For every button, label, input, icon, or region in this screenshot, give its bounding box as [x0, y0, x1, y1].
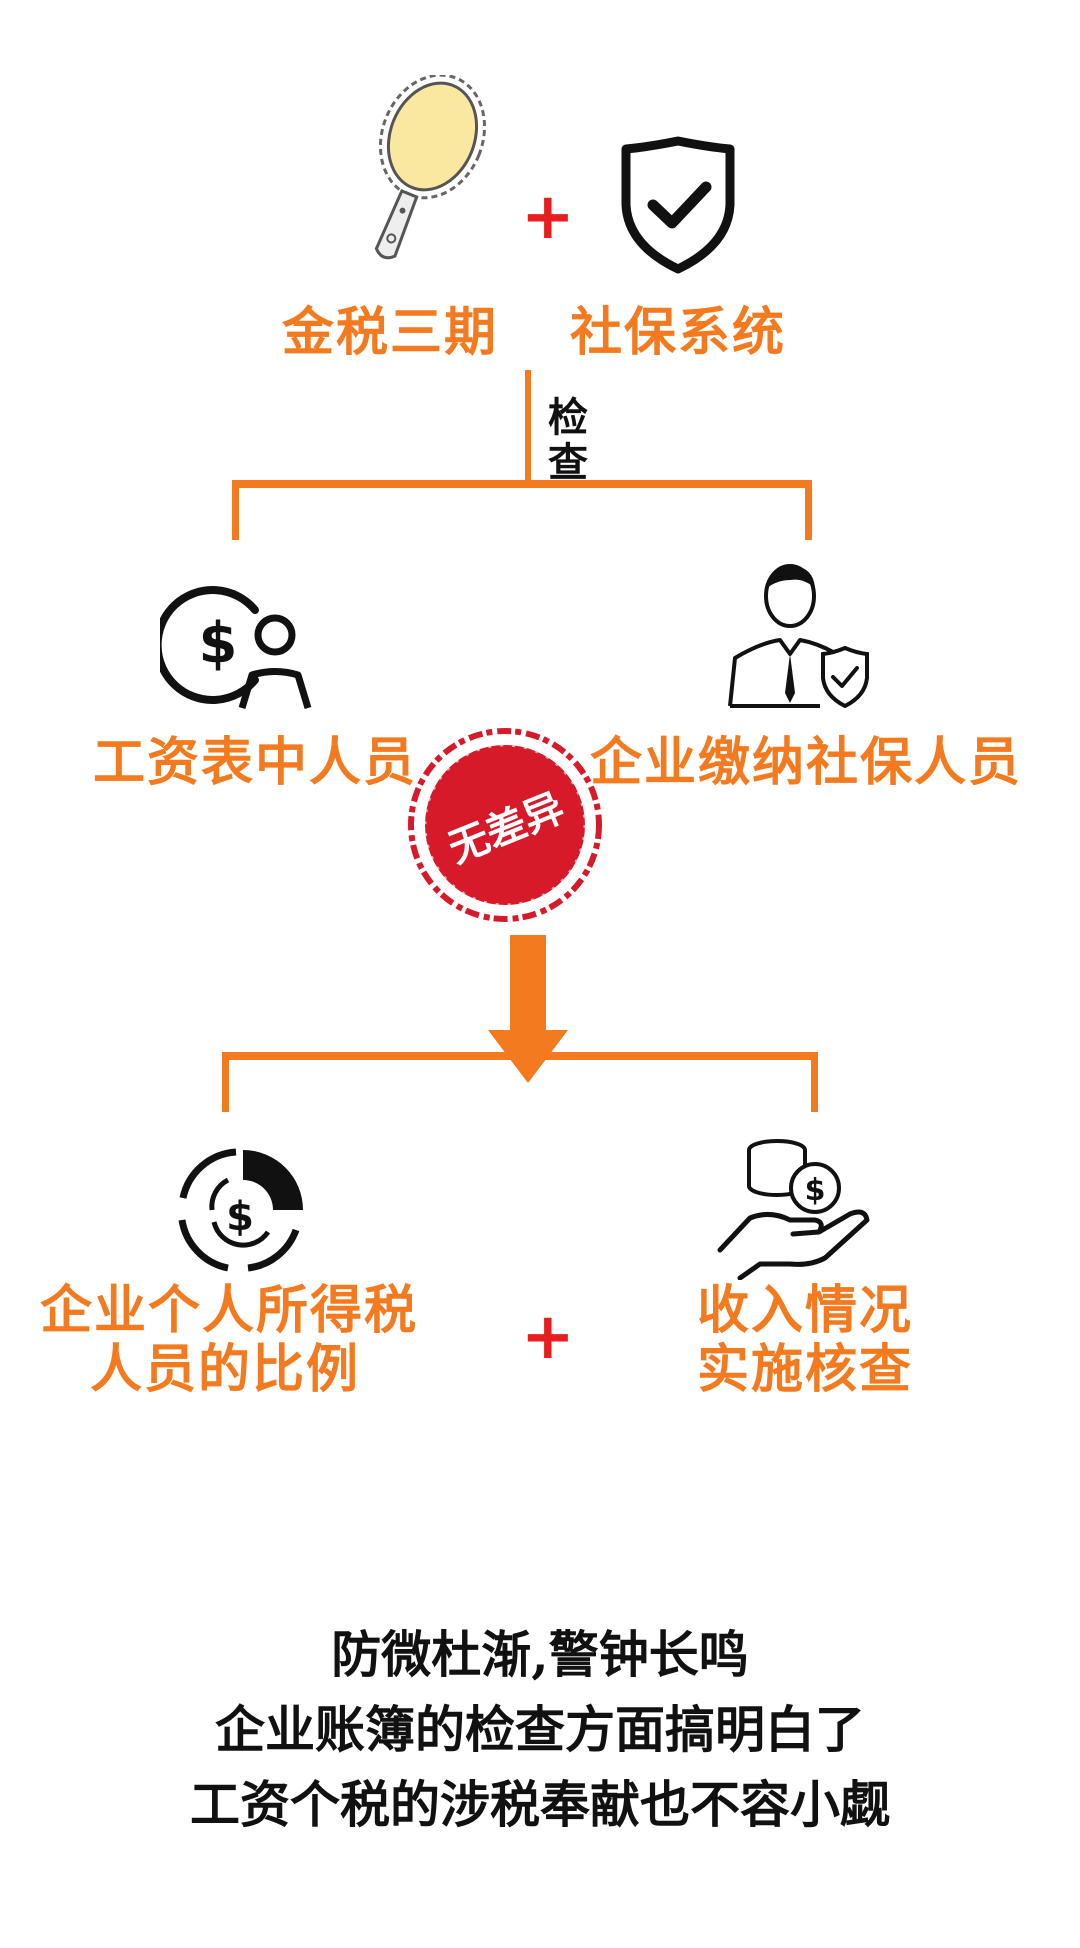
income-check-line1: 收入情况 [696, 1281, 913, 1341]
dollar-chart-icon: $ [168, 1140, 313, 1280]
down-arrow-icon [488, 935, 568, 1085]
social-security-system-label: 社保系统 [570, 303, 787, 363]
income-check-line2: 实施核查 [696, 1340, 913, 1400]
plus-sign-top: + [521, 180, 575, 254]
caption-line-2: 企业账簿的检查方面搞明白了 [215, 1700, 865, 1759]
payroll-personnel-label: 工资表中人员 [93, 733, 418, 793]
plus-sign-bottom: + [521, 1300, 575, 1374]
coins-hand-icon: $ [715, 1130, 885, 1281]
branch-right-leg-bottom [811, 1052, 818, 1112]
no-difference-stamp: 无差异 [405, 725, 605, 925]
jinshui-sanqi-label: 金税三期 [282, 303, 499, 363]
employee-shield-icon [725, 558, 885, 709]
income-tax-ratio-line1: 企业个人所得税 [40, 1281, 419, 1341]
branch-left-leg-bottom [222, 1052, 229, 1112]
svg-text:$: $ [805, 1173, 826, 1208]
caption-line-3: 工资个税的涉税奉献也不容小觑 [190, 1775, 890, 1834]
svg-text:$: $ [226, 1194, 254, 1240]
svg-text:$: $ [199, 611, 238, 676]
social-insurance-personnel-label: 企业缴纳社保人员 [590, 733, 1023, 793]
branch-horizontal-bottom [222, 1052, 818, 1060]
branch-horizontal-top [232, 480, 812, 488]
dollar-person-icon: $ [153, 580, 320, 710]
branch-left-leg-top [232, 480, 239, 540]
connector-vertical-top [525, 370, 531, 482]
shield-check-icon [618, 135, 738, 275]
hand-mirror-icon [360, 73, 490, 275]
branch-right-leg-top [805, 480, 812, 540]
check-label-2: 查 [548, 439, 588, 486]
check-label-1: 检 [548, 394, 588, 441]
caption-line-1: 防微杜渐,警钟长鸣 [331, 1625, 749, 1684]
income-tax-ratio-line2: 人员的比例 [89, 1340, 360, 1400]
